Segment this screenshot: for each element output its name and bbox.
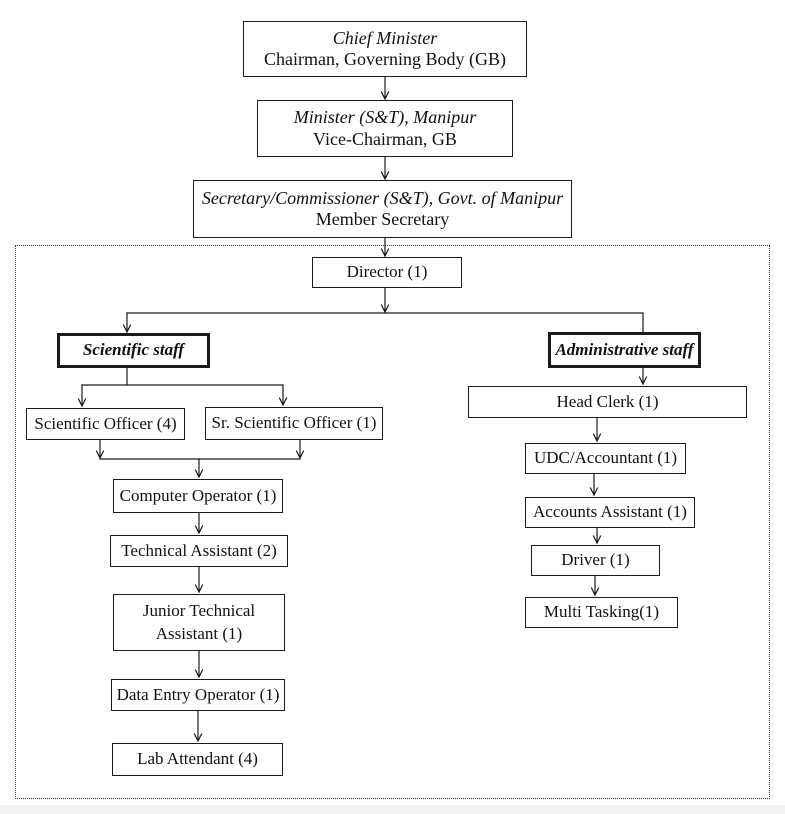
accounts-assistant-label: Accounts Assistant (1): [533, 502, 687, 522]
org-box-driver: Driver (1): [531, 545, 660, 576]
computer-operator-label: Computer Operator (1): [119, 485, 277, 505]
scientific-officer-label: Scientific Officer (4): [34, 413, 177, 433]
org-box-chief-minister: Chief Minister Chairman, Governing Body …: [243, 21, 527, 77]
minister-title: Minister (S&T), Manipur: [293, 107, 477, 128]
org-box-sr-scientific-officer: Sr. Scientific Officer (1): [205, 407, 383, 440]
chief-minister-title: Chief Minister: [332, 27, 438, 48]
sr-scientific-officer-label: Sr. Scientific Officer (1): [211, 413, 377, 433]
org-box-scientific-staff: Scientific staff: [57, 333, 210, 368]
org-box-computer-operator: Computer Operator (1): [113, 479, 283, 513]
junior-technical-assistant-line1: Junior Technical: [142, 600, 256, 620]
minister-subtitle: Vice-Chairman, GB: [313, 128, 457, 149]
org-box-scientific-officer: Scientific Officer (4): [26, 408, 185, 440]
director-label: Director (1): [346, 262, 428, 282]
org-box-head-clerk: Head Clerk (1): [468, 386, 747, 418]
technical-assistant-label: Technical Assistant (2): [121, 540, 277, 560]
org-box-technical-assistant: Technical Assistant (2): [110, 535, 288, 567]
data-entry-operator-label: Data Entry Operator (1): [116, 684, 280, 704]
org-box-data-entry-operator: Data Entry Operator (1): [111, 679, 285, 711]
window-bottom-strip: [0, 805, 785, 814]
udc-accountant-label: UDC/Accountant (1): [533, 448, 678, 468]
scientific-staff-label: Scientific staff: [82, 340, 185, 360]
org-box-junior-technical-assistant: Junior Technical Assistant (1): [113, 594, 285, 651]
driver-label: Driver (1): [561, 550, 630, 570]
chief-minister-subtitle: Chairman, Governing Body (GB): [264, 49, 506, 69]
lab-attendant-label: Lab Attendant (4): [137, 749, 258, 769]
directorate-dotted-boundary: [15, 245, 770, 799]
org-box-administrative-staff: Administrative staff: [548, 332, 701, 368]
junior-technical-assistant-line2: Assistant (1): [155, 623, 243, 643]
secretary-title: Secretary/Commissioner (S&T), Govt. of M…: [201, 187, 564, 208]
multi-tasking-label: Multi Tasking(1): [543, 602, 660, 622]
org-box-accounts-assistant: Accounts Assistant (1): [525, 497, 695, 528]
org-box-secretary: Secretary/Commissioner (S&T), Govt. of M…: [193, 180, 572, 238]
org-box-multi-tasking: Multi Tasking(1): [525, 597, 678, 628]
administrative-staff-label: Administrative staff: [555, 339, 694, 359]
head-clerk-label: Head Clerk (1): [556, 391, 659, 411]
org-box-director: Director (1): [312, 257, 462, 288]
secretary-subtitle: Member Secretary: [315, 209, 450, 229]
org-box-minister: Minister (S&T), Manipur Vice-Chairman, G…: [257, 100, 513, 157]
org-box-udc-accountant: UDC/Accountant (1): [525, 443, 686, 474]
org-box-lab-attendant: Lab Attendant (4): [112, 743, 283, 776]
